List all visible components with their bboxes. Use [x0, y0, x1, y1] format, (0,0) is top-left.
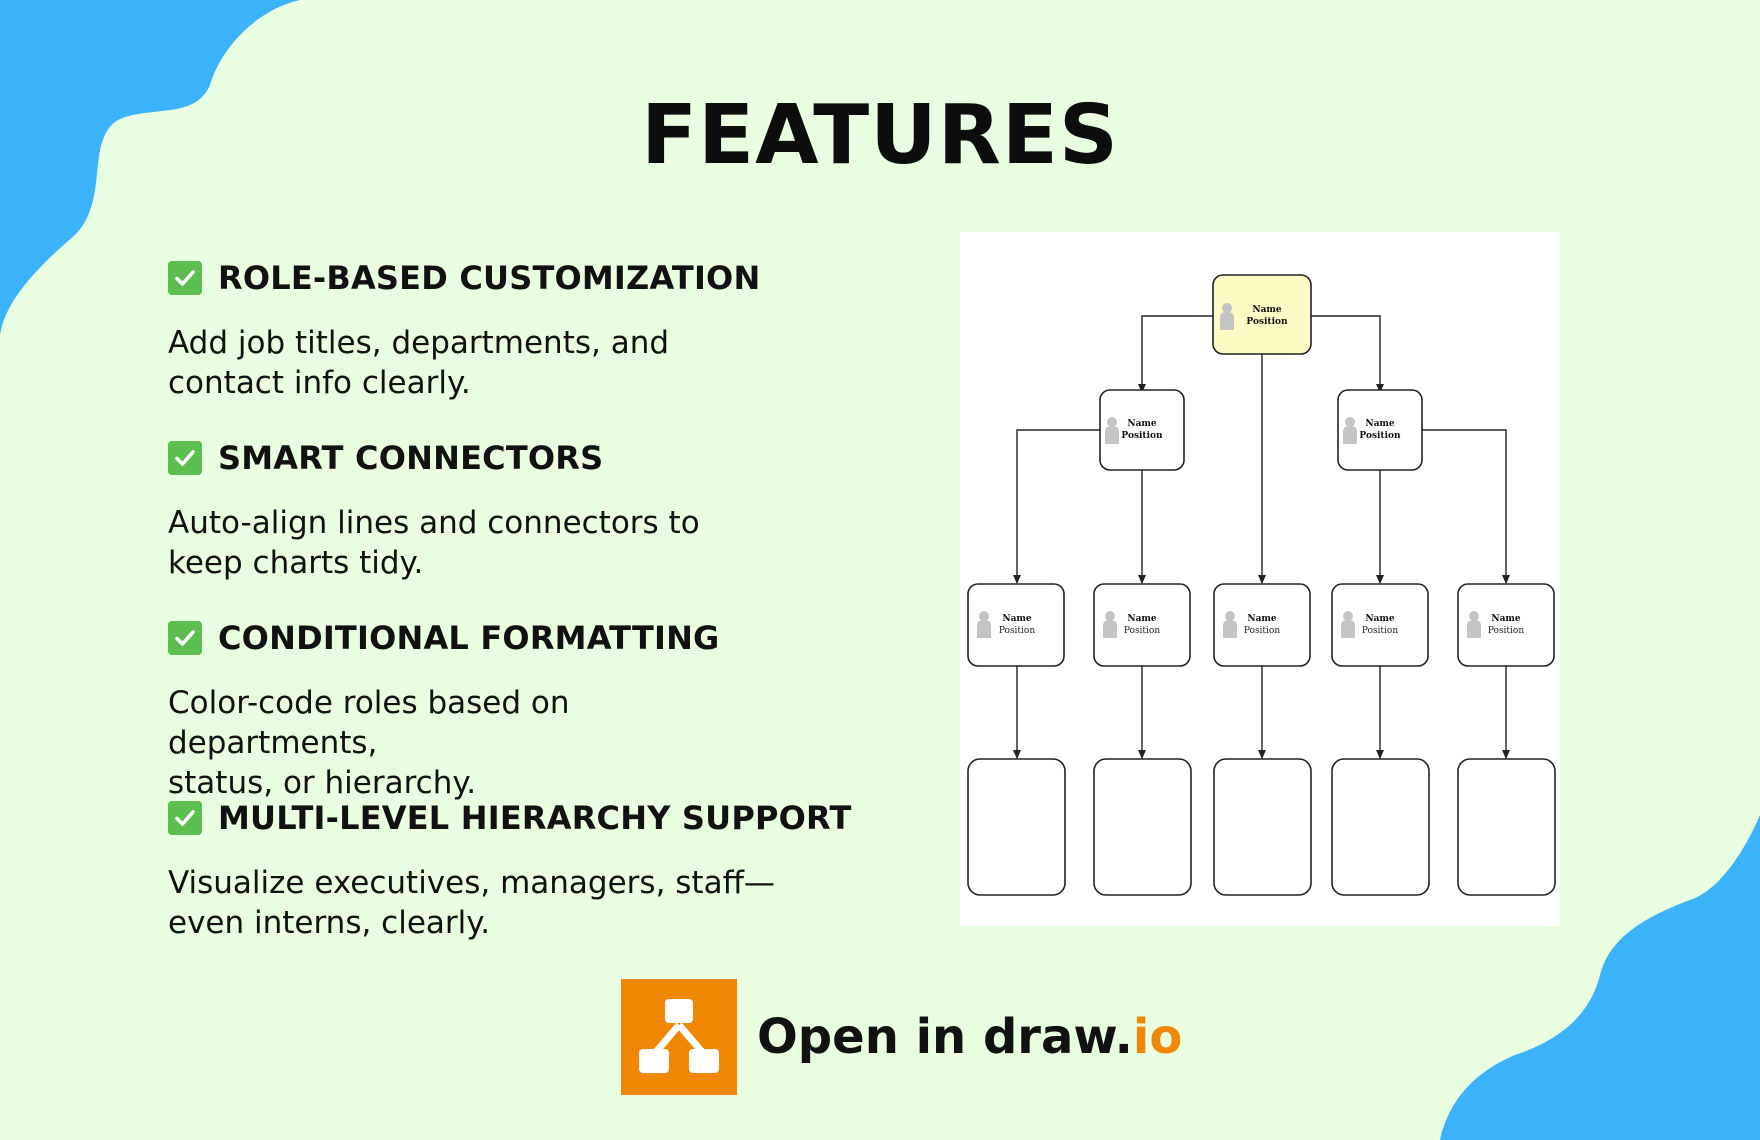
org-node-staff-2: Name Position: [1093, 583, 1191, 667]
node-name: Name: [1491, 614, 1521, 624]
node-position: Position: [1121, 431, 1163, 441]
node-name: Name: [1365, 614, 1395, 624]
person-icon: [1223, 611, 1237, 638]
node-position: Position: [1244, 626, 1281, 636]
open-in-drawio-link[interactable]: Open in draw.io: [621, 979, 1182, 1095]
org-node-manager-left: Name Position: [1099, 389, 1185, 471]
person-icon: [1467, 611, 1481, 638]
person-icon: [1220, 303, 1234, 330]
org-node-staff-3: Name Position: [1213, 583, 1311, 667]
check-icon: [168, 261, 202, 295]
top-left-blob: [0, 0, 300, 335]
feature-description-line: Visualize executives, managers, staff—: [168, 865, 775, 901]
check-icon: [168, 441, 202, 475]
open-in-drawio-text-prefix: Open in draw.: [757, 1009, 1133, 1065]
check-icon: [168, 801, 202, 835]
node-position: Position: [1246, 317, 1288, 327]
feature-title: SMART CONNECTORS: [218, 439, 604, 477]
feature-title: CONDITIONAL FORMATTING: [218, 619, 720, 657]
feature-role-based-customization: ROLE-BASED CUSTOMIZATION Add job titles,…: [168, 259, 808, 403]
org-chart-preview: Name Position Name Position Name Positio…: [960, 232, 1560, 926]
org-node-empty-3: [1213, 758, 1312, 896]
feature-description-line: Add job titles, departments, and: [168, 325, 670, 361]
node-name: Name: [1127, 419, 1157, 429]
node-name: Name: [1127, 614, 1157, 624]
org-node-root: Name Position: [1212, 274, 1312, 355]
check-icon: [168, 621, 202, 655]
node-position: Position: [999, 626, 1036, 636]
feature-title: ROLE-BASED CUSTOMIZATION: [218, 259, 761, 297]
org-node-staff-4: Name Position: [1331, 583, 1429, 667]
person-icon: [1341, 611, 1355, 638]
feature-title: MULTI-LEVEL HIERARCHY SUPPORT: [218, 799, 852, 837]
node-position: Position: [1362, 626, 1399, 636]
org-node-staff-5: Name Position: [1457, 583, 1555, 667]
node-name: Name: [1247, 614, 1277, 624]
feature-description: Color-code roles based on departments, s…: [168, 683, 788, 803]
feature-description-line: status, or hierarchy.: [168, 765, 477, 801]
node-position: Position: [1359, 431, 1401, 441]
node-name: Name: [1365, 419, 1395, 429]
feature-description: Add job titles, departments, and contact…: [168, 323, 788, 403]
feature-description-line: contact info clearly.: [168, 365, 471, 401]
feature-description-line: Color-code roles based on departments,: [168, 685, 570, 761]
feature-description-line: Auto-align lines and connectors to: [168, 505, 700, 541]
person-icon: [1343, 417, 1357, 444]
person-icon: [1105, 417, 1119, 444]
org-chart-diagram: Name Position Name Position Name Positio…: [967, 274, 1556, 896]
feature-description: Auto-align lines and connectors to keep …: [168, 503, 788, 583]
org-node-empty-1: [967, 758, 1066, 896]
org-node-empty-5: [1457, 758, 1556, 896]
drawio-logo-icon: [621, 979, 737, 1095]
open-in-drawio-text-accent: io: [1132, 1009, 1183, 1065]
feature-multi-level-hierarchy: MULTI-LEVEL HIERARCHY SUPPORT Visualize …: [168, 799, 851, 943]
feature-conditional-formatting: CONDITIONAL FORMATTING Color-code roles …: [168, 619, 808, 803]
node-position: Position: [1124, 626, 1161, 636]
node-name: Name: [1252, 305, 1282, 315]
org-node-empty-4: [1331, 758, 1430, 896]
node-position: Position: [1488, 626, 1525, 636]
person-icon: [977, 611, 991, 638]
feature-smart-connectors: SMART CONNECTORS Auto-align lines and co…: [168, 439, 808, 583]
org-node-staff-1: Name Position: [967, 583, 1065, 667]
person-icon: [1103, 611, 1117, 638]
open-in-drawio-text[interactable]: Open in draw.io: [757, 1009, 1182, 1065]
feature-description-line: even interns, clearly.: [168, 905, 491, 941]
bottom-right-blob: [1440, 815, 1760, 1140]
feature-description-line: keep charts tidy.: [168, 545, 424, 581]
page-title: FEATURES: [641, 88, 1119, 183]
feature-description: Visualize executives, managers, staff— e…: [168, 863, 788, 943]
connector-lines: [1013, 315, 1510, 759]
node-name: Name: [1002, 614, 1032, 624]
org-node-empty-2: [1093, 758, 1192, 896]
org-node-manager-right: Name Position: [1337, 389, 1423, 471]
